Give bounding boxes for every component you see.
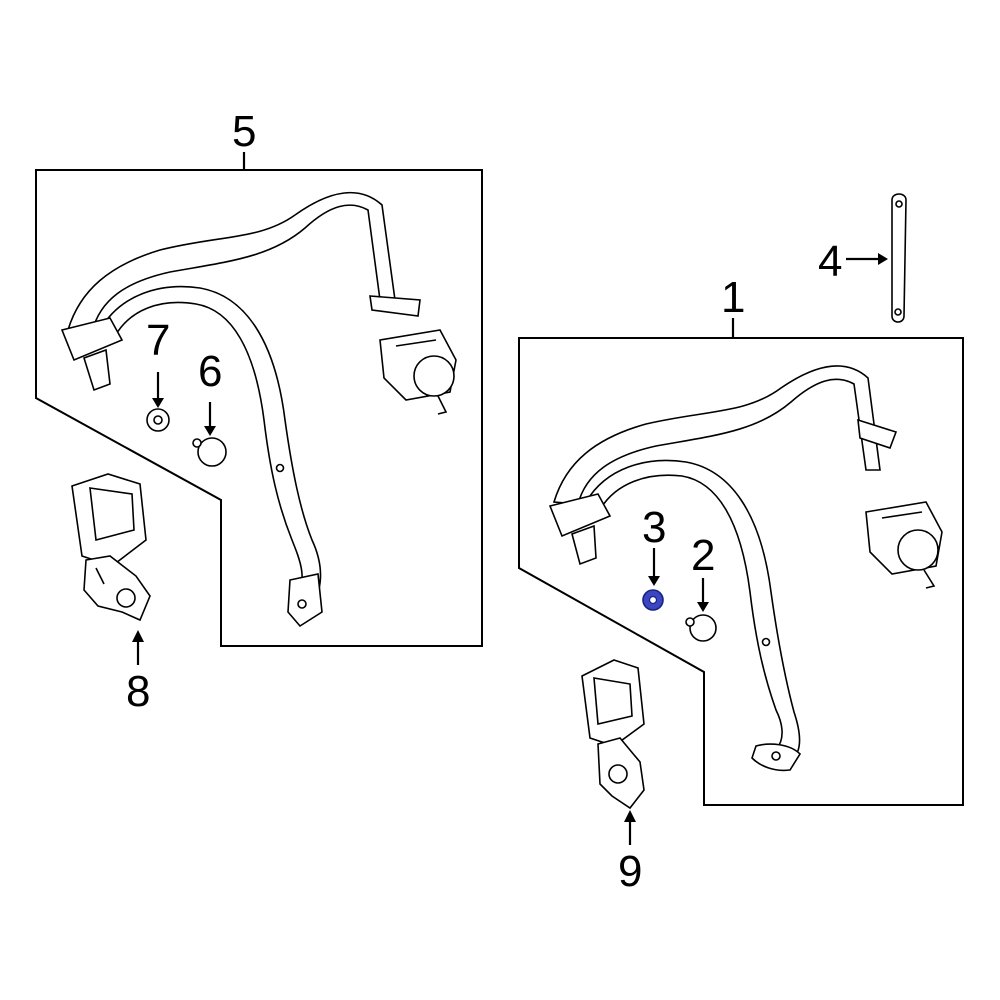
part-2-bolt[interactable] [685,614,717,642]
part-8-buckle[interactable] [71,473,151,622]
assembly-1-group: 1 3 2 [518,273,964,806]
callout-5[interactable]: 5 [232,107,256,156]
assembly-5-outline [35,169,483,647]
part-6-bolt[interactable] [192,437,227,467]
callout-8[interactable]: 8 [126,667,150,716]
part-4-bracket[interactable] [891,193,907,323]
assembly-1-outline [518,337,964,806]
callout-2-arrowhead [697,602,709,612]
assembly-5-group: 5 7 [35,107,483,647]
callout-7-arrowhead [152,398,164,408]
callout-6[interactable]: 6 [198,347,222,396]
callout-9[interactable]: 9 [618,847,642,896]
seat-belt-webbing-5[interactable] [60,191,421,628]
callout-4-arrowhead [878,253,888,265]
callout-4[interactable]: 4 [818,237,842,286]
callout-2[interactable]: 2 [691,531,715,580]
retractor-1[interactable] [865,501,943,589]
callout-6-arrowhead [204,426,216,436]
part-7-washer[interactable] [146,408,170,432]
callout-8-arrowhead [132,630,144,642]
callout-3-arrowhead [648,576,660,586]
part-9-buckle[interactable] [581,659,645,810]
part-3-clip[interactable] [642,589,664,611]
callout-3[interactable]: 3 [642,503,666,552]
retractor-5[interactable] [379,329,457,415]
seat-belt-webbing-1[interactable] [548,365,898,772]
callout-9-arrowhead [624,810,636,822]
callout-1[interactable]: 1 [721,273,745,322]
callout-7[interactable]: 7 [146,316,170,365]
